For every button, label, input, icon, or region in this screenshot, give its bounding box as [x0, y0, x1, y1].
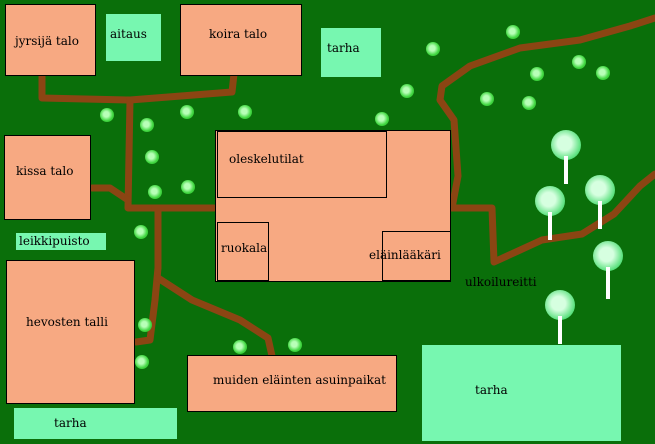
bush: [181, 180, 195, 194]
tree: [545, 290, 575, 346]
paddock-bottom-left-label: tarha: [54, 416, 87, 430]
enclosure-label: aitaus: [110, 27, 147, 41]
outdoor-trail-label: ulkoilureitti: [465, 275, 537, 289]
bush: [400, 84, 414, 98]
tree: [585, 175, 615, 231]
bush: [180, 105, 194, 119]
tree: [535, 186, 565, 242]
paddock-bottom-right-label: tarha: [475, 383, 508, 397]
path-to-cat-house: [88, 184, 132, 204]
lounge-room: oleskelutilat: [217, 131, 387, 198]
bush: [530, 67, 544, 81]
horse-stable-label: hevosten talli: [26, 315, 108, 329]
dining-room: ruokala: [217, 222, 269, 281]
path-spine: [124, 96, 159, 212]
vet-label: eläinlääkäri: [369, 248, 441, 262]
bush: [480, 92, 494, 106]
bush: [506, 25, 520, 39]
lounge-label: oleskelutilat: [229, 152, 304, 166]
horse-stable: hevosten talli: [6, 260, 135, 404]
cat-house: kissa talo: [4, 135, 91, 220]
bush: [572, 55, 586, 69]
bush: [148, 185, 162, 199]
playground-label: leikkipuisto: [19, 234, 90, 248]
bush: [140, 118, 154, 132]
bush: [138, 318, 152, 332]
bush: [522, 96, 536, 110]
tree: [551, 130, 581, 186]
playground-field: leikkipuisto: [16, 233, 106, 250]
bush: [145, 150, 159, 164]
bush: [134, 225, 148, 239]
path-to-other-animals: [154, 274, 276, 360]
paddock-top-label: tarha: [327, 41, 360, 55]
bush: [426, 42, 440, 56]
path-top: [38, 70, 238, 104]
bush: [288, 338, 302, 352]
path-to-playground-area: [132, 204, 162, 346]
dining-label: ruokala: [221, 241, 268, 255]
bush: [375, 112, 389, 126]
bush: [100, 108, 114, 122]
bush: [233, 340, 247, 354]
dog-house-label: koira talo: [209, 27, 268, 41]
other-animals-housing: muiden eläinten asuinpaikat: [187, 355, 397, 412]
outdoor-trail: [436, 14, 655, 266]
rodent-house-label: jyrsijä talo: [15, 34, 79, 48]
dog-house: koira talo: [180, 4, 302, 76]
bush: [596, 66, 610, 80]
other-animals-label: muiden eläinten asuinpaikat: [213, 373, 386, 387]
enclosure-field: aitaus: [106, 14, 161, 61]
cat-house-label: kissa talo: [16, 164, 74, 178]
rodent-house: jyrsijä talo: [5, 4, 96, 76]
bush: [135, 355, 149, 369]
vet-room: eläinlääkäri: [369, 231, 451, 281]
paddock-top: tarha: [321, 28, 381, 77]
main-building: oleskelutilat ruokala eläinlääkäri: [215, 130, 451, 282]
bush: [238, 105, 252, 119]
paddock-bottom-right: tarha: [422, 345, 621, 441]
tree: [593, 241, 623, 299]
paddock-bottom-left: tarha: [14, 408, 177, 439]
